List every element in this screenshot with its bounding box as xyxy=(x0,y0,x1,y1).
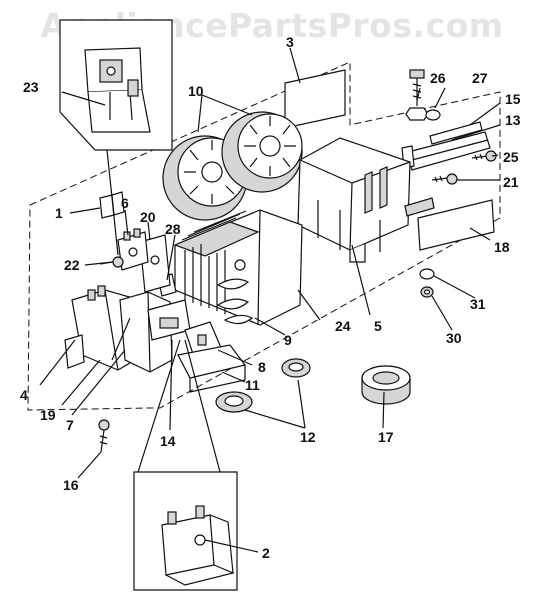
callout-31: 31 xyxy=(470,296,486,312)
part-25-screw xyxy=(471,150,497,162)
part-3-plate xyxy=(284,69,346,129)
callout-9: 9 xyxy=(284,332,292,348)
part-31-ring xyxy=(419,268,435,280)
part-1-bracket xyxy=(99,191,125,219)
callout-19: 19 xyxy=(40,407,56,423)
part-27-washer xyxy=(425,109,441,121)
callout-3: 3 xyxy=(286,34,294,50)
callout-7: 7 xyxy=(66,417,74,433)
part-24-magnetron xyxy=(173,209,303,326)
part-2-inset xyxy=(133,471,238,591)
callout-6: 6 xyxy=(121,195,129,211)
callout-23: 23 xyxy=(23,79,39,95)
part-30-nut xyxy=(420,286,434,298)
callout-18: 18 xyxy=(494,239,510,255)
callout-25: 25 xyxy=(503,149,519,165)
callout-21: 21 xyxy=(503,174,519,190)
callout-14: 14 xyxy=(160,433,176,449)
callout-17: 17 xyxy=(378,429,394,445)
callout-8: 8 xyxy=(258,359,266,375)
part-17-ferrite-ring xyxy=(361,365,411,405)
callout-16: 16 xyxy=(63,477,79,493)
assembly-outline xyxy=(27,61,501,411)
leader-lines xyxy=(39,47,501,553)
callout-22: 22 xyxy=(64,257,80,273)
callout-12: 12 xyxy=(300,429,316,445)
part-7-lead xyxy=(111,317,131,361)
part-20-switch xyxy=(139,234,171,293)
part-26-screw xyxy=(405,69,429,121)
callout-27: 27 xyxy=(472,70,488,86)
part-18-capacitor xyxy=(404,197,495,251)
callout-1: 1 xyxy=(55,205,63,221)
callout-24: 24 xyxy=(335,318,351,334)
callout-28: 28 xyxy=(165,221,181,237)
callout-30: 30 xyxy=(446,330,462,346)
part-13-bracket xyxy=(401,131,491,171)
part-23-inset xyxy=(59,19,173,151)
callout-13: 13 xyxy=(505,112,521,128)
callout-11: 11 xyxy=(245,377,260,393)
callout-5: 5 xyxy=(374,318,382,334)
callout-15: 15 xyxy=(505,91,521,107)
part-21-screw xyxy=(431,173,458,185)
callout-20: 20 xyxy=(140,209,156,225)
part-16-screw xyxy=(98,419,110,453)
part-12-ferrite-rings xyxy=(215,358,311,413)
part-11-bracket xyxy=(177,344,247,393)
part-10-fan-pair xyxy=(162,111,303,221)
callout-4: 4 xyxy=(20,387,28,403)
callout-labels: 23 3 10 26 27 15 13 25 21 1 6 20 28 22 1… xyxy=(20,34,521,561)
part-5-transformer xyxy=(297,137,411,263)
callout-10: 10 xyxy=(188,83,204,99)
callout-26: 26 xyxy=(430,70,446,86)
callout-2: 2 xyxy=(262,545,270,561)
